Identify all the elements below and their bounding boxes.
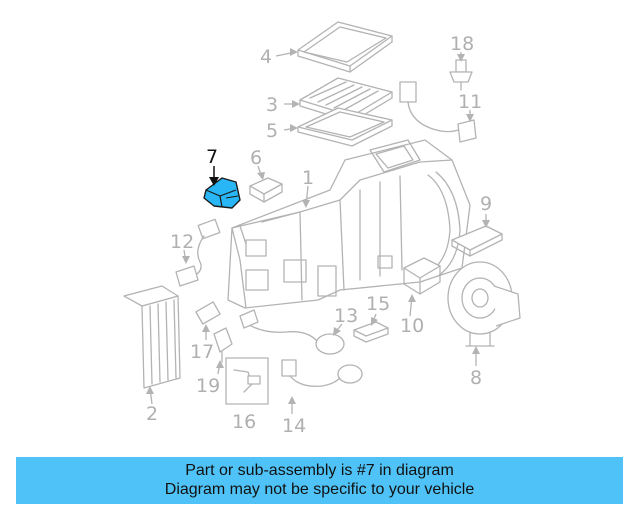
callout-2: 2 xyxy=(146,403,158,425)
parts-diagram: 4 3 5 18 11 6 7 1 9 12 10 13 15 8 17 19 … xyxy=(123,21,521,437)
callout-1: 1 xyxy=(302,167,314,189)
part-16-kit xyxy=(225,357,269,405)
callout-4: 4 xyxy=(260,46,272,68)
info-banner: Part or sub-assembly is #7 in diagram Di… xyxy=(16,457,623,504)
part-17-clip xyxy=(195,301,221,325)
callout-16: 16 xyxy=(232,411,256,433)
part-15-switch xyxy=(353,321,389,343)
part-13-actuator xyxy=(239,309,345,355)
callout-18: 18 xyxy=(450,33,474,55)
callout-8: 8 xyxy=(470,367,482,389)
part-19-bracket xyxy=(213,327,233,363)
callout-17: 17 xyxy=(190,341,214,363)
part-9-resistor xyxy=(451,225,503,257)
callout-14: 14 xyxy=(282,415,306,437)
part-10-unit xyxy=(403,257,441,295)
callout-labels: 4 3 5 18 11 6 7 1 9 12 10 13 15 8 17 19 … xyxy=(146,33,492,437)
callout-15: 15 xyxy=(366,293,390,315)
callout-5: 5 xyxy=(266,120,278,142)
callout-3: 3 xyxy=(266,94,278,116)
callout-6: 6 xyxy=(250,147,262,169)
part-6-actuator xyxy=(249,177,283,203)
part-8-blower xyxy=(447,261,521,347)
callout-7: 7 xyxy=(206,146,218,168)
banner-line-1: Part or sub-assembly is #7 in diagram xyxy=(185,462,454,479)
part-5-filter-frame xyxy=(297,107,393,147)
part-14-harness xyxy=(281,359,363,387)
callout-11: 11 xyxy=(458,91,482,113)
callout-13: 13 xyxy=(334,305,358,327)
main-housing xyxy=(227,139,471,309)
part-2-heater-core xyxy=(123,285,181,389)
part-12-harness xyxy=(175,218,221,287)
part-18-sensor xyxy=(449,59,473,91)
callout-19: 19 xyxy=(196,375,220,397)
callout-9: 9 xyxy=(480,193,492,215)
callout-12: 12 xyxy=(170,231,194,253)
leader-lines xyxy=(146,48,490,414)
part-11-harness xyxy=(399,81,477,143)
part-4-filter-cover xyxy=(297,21,393,73)
part-7-highlighted xyxy=(203,177,241,209)
banner-line-2: Diagram may not be specific to your vehi… xyxy=(164,481,475,498)
callout-10: 10 xyxy=(400,315,424,337)
